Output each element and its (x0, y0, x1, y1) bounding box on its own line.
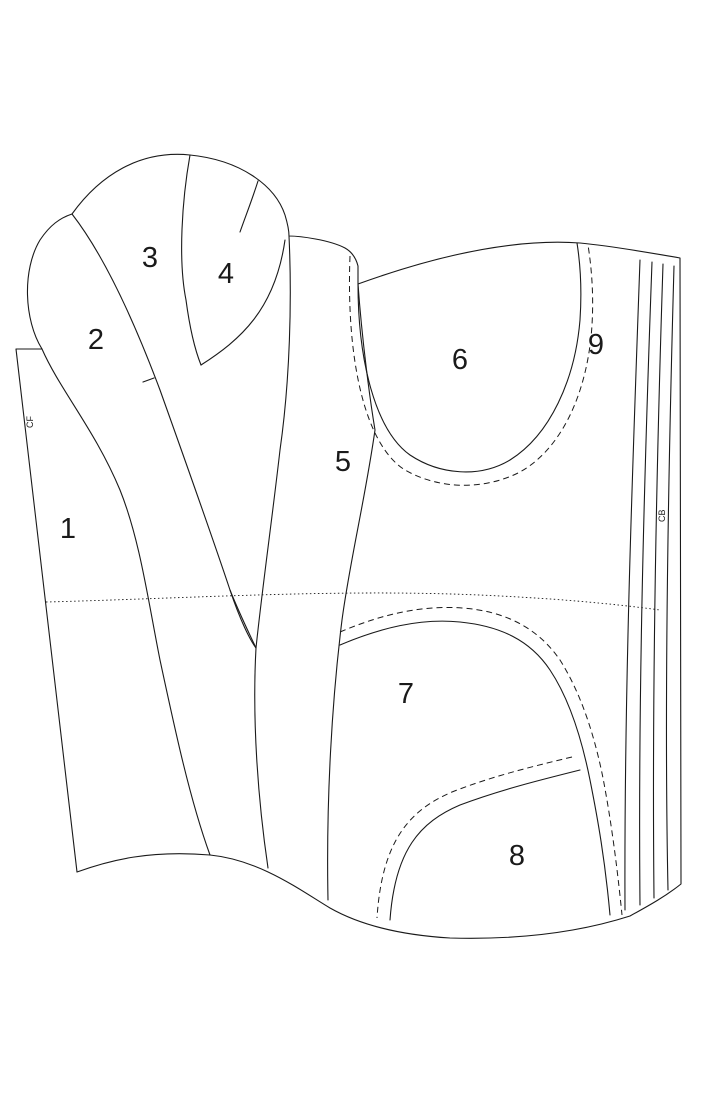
notch-piece2 (142, 377, 155, 383)
seam-piece6-cup-allowance (349, 244, 594, 486)
seam-piece7-top-allowance (339, 607, 623, 916)
cb-channel-1 (624, 259, 641, 911)
center-back-marker: CB (657, 509, 667, 522)
seam-piece3-piece4 (181, 154, 202, 366)
seam-piece7-top (339, 620, 611, 916)
seam-piece8-top-allowance (376, 756, 573, 919)
outline-top-left (15, 153, 682, 939)
seam-piece8-top (389, 769, 581, 921)
piece-label-4: 4 (218, 258, 234, 290)
cb-channel-2 (639, 261, 653, 906)
seam-cf-piece2 (41, 348, 211, 856)
seam-piece6-cup (357, 242, 582, 473)
dart-piece4 (239, 180, 259, 233)
seam-piece2-piece3 (71, 213, 257, 649)
piece-label-1: 1 (60, 513, 76, 545)
center-front-marker: CF (25, 416, 35, 428)
piece-label-7: 7 (398, 678, 414, 710)
seam-v-left (229, 589, 257, 649)
cb-channel-3 (652, 263, 664, 899)
seam-piece4-outer (200, 239, 286, 366)
cb-channel-4 (665, 265, 675, 891)
piece-label-6: 6 (452, 344, 468, 376)
piece-label-3: 3 (142, 242, 158, 274)
piece-label-9: 9 (588, 329, 604, 361)
seam-piece3-lower (254, 647, 269, 869)
piece-label-2: 2 (88, 324, 104, 356)
piece-label-8: 8 (509, 840, 525, 872)
seam-piece4-piece5 (255, 235, 291, 649)
piece-label-5: 5 (335, 446, 351, 478)
waist-line (45, 592, 661, 611)
